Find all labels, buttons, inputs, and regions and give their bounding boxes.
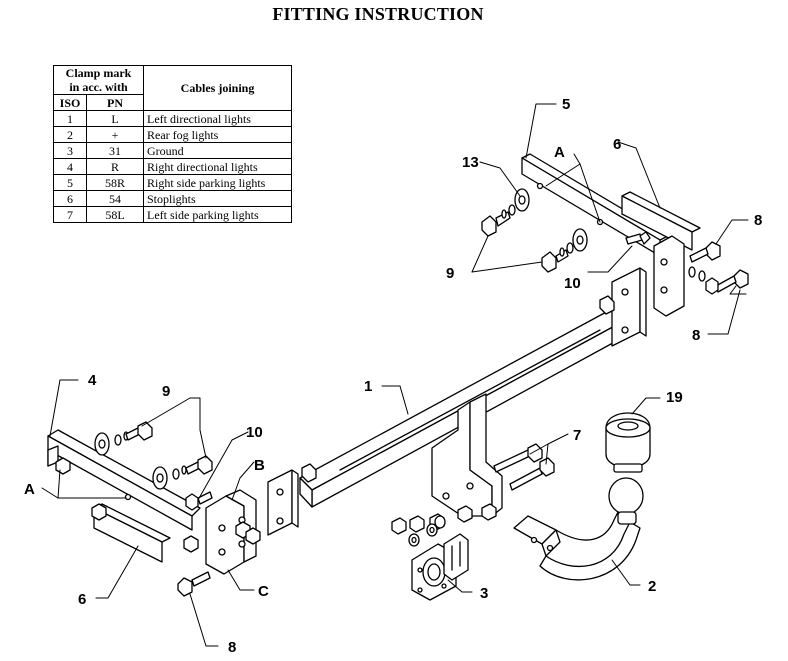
bolts-7 — [493, 443, 555, 491]
bolt-9-upper-right — [481, 204, 516, 237]
callout-1: 1 — [364, 378, 372, 395]
callout-13: 13 — [462, 154, 479, 171]
callout-2: 2 — [648, 578, 656, 595]
cable-description: Rear fog lights — [143, 126, 292, 143]
callout-a-left: A — [24, 481, 35, 498]
callout-c: C — [258, 583, 269, 600]
iso-cell: 7 — [53, 206, 87, 223]
bolt-9-upper-left — [94, 421, 153, 456]
bolts-8-right — [688, 241, 749, 295]
clamp-mark-header: Clamp mark in acc. with — [53, 65, 144, 95]
socket-mount-plate — [431, 393, 503, 523]
clamp-header-line-2: in acc. with — [69, 80, 128, 94]
callout-8-left: 8 — [228, 639, 236, 656]
socket-plate — [411, 533, 469, 601]
pn-header: PN — [86, 94, 144, 111]
wiring-table: Clamp mark in acc. with Cables joining I… — [53, 65, 292, 223]
pn-cell: 58R — [86, 174, 144, 191]
callout-7: 7 — [573, 427, 581, 444]
left-bracket — [47, 429, 201, 531]
callout-8-upper-right: 8 — [754, 212, 762, 229]
callout-4: 4 — [88, 372, 97, 389]
callout-5: 5 — [562, 96, 570, 113]
callout-a-right: A — [554, 144, 565, 161]
left-bracket-6 — [91, 503, 171, 563]
callout-8-lower-right: 8 — [692, 327, 700, 344]
bolt-8-left — [177, 571, 211, 597]
callout-10-right: 10 — [564, 275, 581, 292]
callout-9-left: 9 — [162, 383, 170, 400]
bolt-10-left — [185, 491, 213, 511]
callout-10-left: 10 — [246, 424, 263, 441]
bolt-9-lower-left — [152, 455, 213, 490]
cable-description: Right side parking lights — [143, 174, 292, 191]
clamp-header-line-1: Clamp mark — [65, 66, 132, 80]
nuts-washers — [391, 513, 446, 547]
callout-9-right: 9 — [446, 265, 454, 282]
ball-cap — [605, 412, 651, 473]
leader-lines — [41, 103, 749, 647]
bolt-10-right — [625, 231, 651, 245]
cable-description: Left side parking lights — [143, 206, 292, 223]
table-row: 2+Rear fog lights — [53, 126, 292, 143]
right-bracket — [521, 153, 701, 317]
callout-6-left: 6 — [78, 591, 86, 608]
left-side-plate — [183, 489, 261, 575]
callout-3: 3 — [480, 585, 488, 602]
callout-6-right: 6 — [613, 136, 621, 153]
callouts: 1 2 3 4 5 6 6 7 8 8 8 9 9 10 10 13 19 A … — [24, 96, 762, 656]
callout-19: 19 — [666, 389, 683, 406]
bolt-9-lower-right — [541, 242, 574, 273]
tow-ball-arm — [513, 477, 644, 581]
cable-description: Right directional lights — [143, 158, 292, 175]
page-title: FITTING INSTRUCTION — [272, 4, 484, 24]
callout-b: B — [254, 457, 265, 474]
